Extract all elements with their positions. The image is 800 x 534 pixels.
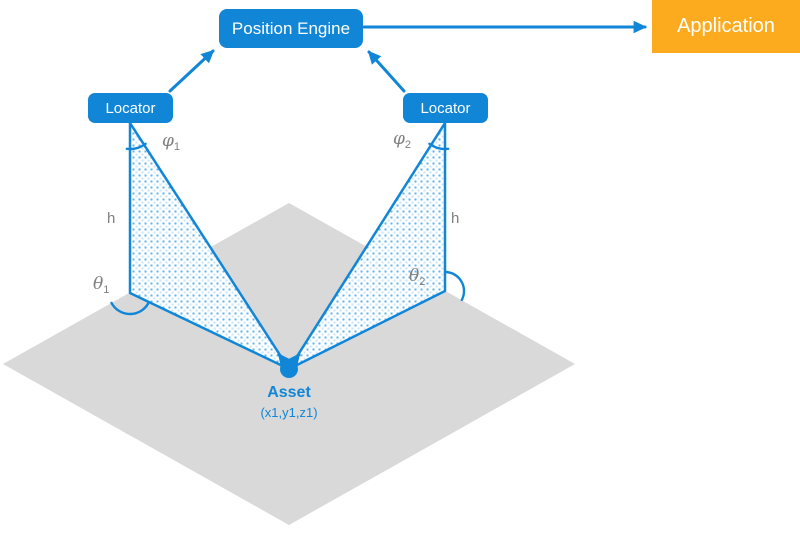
phi2-symbol: φ (393, 129, 405, 149)
theta2-arc (443, 270, 466, 302)
position-engine-label: Position Engine (231, 18, 351, 38)
position-engine-node: Position Engine (219, 9, 363, 48)
theta1-angle-label: θ1 (93, 274, 109, 296)
application-label: Application (677, 15, 775, 37)
right-locator-node: Locator (403, 93, 488, 123)
left-beam-triangle (128, 121, 291, 371)
application-node: Application (652, 0, 800, 53)
phi1-symbol: φ (162, 131, 174, 151)
phi2-subscript: 2 (404, 139, 412, 151)
left-locator-to-engine-arrow (168, 49, 215, 93)
asset-caption: Asset (x1,y1,z1) (219, 384, 359, 420)
right-locator-label: Locator (420, 99, 471, 117)
phi2-angle-label: φ2 (393, 129, 411, 151)
asset-label: Asset (267, 384, 311, 401)
phi1-arc (125, 142, 147, 151)
right-locator-to-engine-arrow (367, 50, 406, 93)
phi1-angle-label: φ1 (162, 131, 180, 153)
asset-point (280, 360, 298, 378)
left-height-label: h (107, 210, 116, 227)
theta2-subscript: 2 (419, 276, 426, 288)
phi2-arc (428, 142, 450, 151)
theta2-symbol: θ (409, 266, 420, 286)
right-beam-triangle (287, 121, 447, 371)
asset-coordinates: (x1,y1,z1) (260, 405, 318, 420)
theta1-symbol: θ (93, 274, 104, 294)
phi1-subscript: 1 (173, 141, 181, 153)
left-locator-label: Locator (105, 99, 156, 117)
theta2-angle-label: θ2 (409, 266, 425, 288)
theta1-arc (110, 301, 151, 316)
left-locator-node: Locator (88, 93, 173, 123)
right-height-label: h (451, 210, 460, 227)
theta1-subscript: 1 (103, 284, 110, 296)
